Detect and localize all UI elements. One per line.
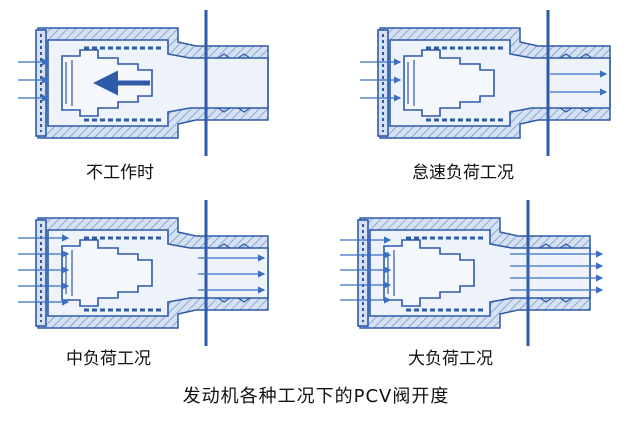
valve-panel-idle [18,8,270,158]
valve-panel-medium-load [18,198,270,348]
valve-panel-high-load [340,198,604,348]
panel-label-idle: 不工作时 [86,163,154,183]
figure-caption: 发动机各种工况下的PCV阀开度 [182,386,450,407]
panel-label-rapid-decel: 怠速负荷工况 [412,163,514,183]
valve-panel-rapid-decel [360,8,612,158]
panel-label-high-load: 大负荷工况 [408,349,493,369]
panel-label-medium-load: 中负荷工况 [66,349,151,369]
